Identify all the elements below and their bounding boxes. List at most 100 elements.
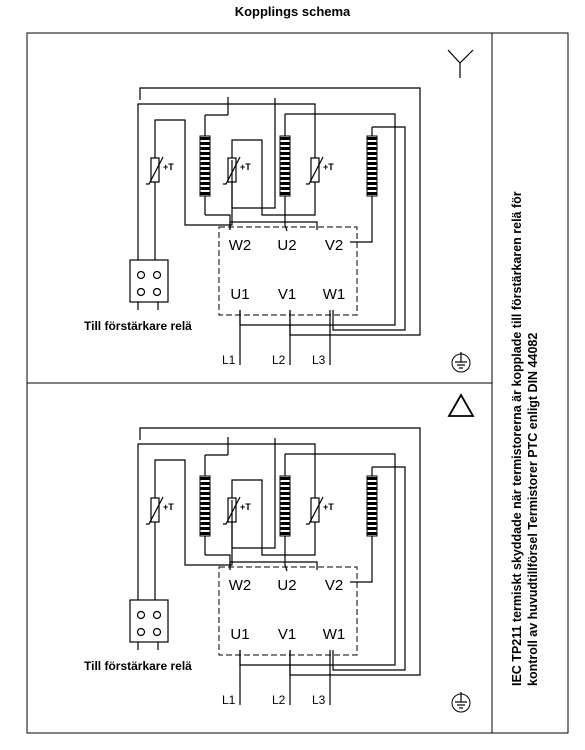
winding-turn <box>367 172 377 175</box>
winding-turn <box>367 497 377 500</box>
winding-turn <box>280 512 290 515</box>
winding-turn <box>367 482 377 485</box>
winding-turn <box>367 517 377 520</box>
wire <box>332 126 406 331</box>
winding-turn <box>200 192 210 195</box>
winding-turn <box>280 477 290 480</box>
winding-turn <box>280 517 290 520</box>
supply-line-label: L3 <box>312 693 326 707</box>
star-wye-icon <box>447 49 474 78</box>
winding-turn <box>280 152 290 155</box>
winding-turn <box>200 522 210 525</box>
wire <box>232 98 276 209</box>
winding-turn <box>200 152 210 155</box>
winding-turn <box>200 532 210 535</box>
winding-turn <box>367 507 377 510</box>
wire <box>232 438 276 549</box>
terminal-label: W2 <box>229 577 252 594</box>
wire <box>137 103 316 260</box>
winding-turn <box>367 527 377 530</box>
thermistor-label: +T <box>323 162 334 172</box>
winding-turn <box>367 142 377 145</box>
winding-turn <box>200 482 210 485</box>
terminal-label: W2 <box>229 237 252 254</box>
delta-triangle-icon <box>447 393 475 417</box>
winding-turn <box>280 492 290 495</box>
winding-turn <box>367 487 377 490</box>
relay-terminal <box>152 627 162 637</box>
winding-turn <box>280 137 290 140</box>
winding-turn <box>200 477 210 480</box>
winding-turn <box>367 167 377 170</box>
winding-turn <box>280 522 290 525</box>
relay-label: Till förstärkare relä <box>84 319 192 333</box>
winding-turn <box>200 157 210 160</box>
winding-turn <box>200 162 210 165</box>
terminal-label: V2 <box>325 237 343 254</box>
side-note-line2: kontroll av huvudtillförsel Termistorer … <box>526 333 540 686</box>
terminal-box <box>218 226 358 316</box>
relay-terminal <box>136 287 146 297</box>
ground-icon <box>451 692 471 713</box>
side-note-line1: IEC TP211 termiskt skyddade när termisto… <box>510 191 524 686</box>
wire <box>350 536 373 583</box>
thermistor-slash <box>223 496 241 525</box>
supply-line-label: L1 <box>222 353 236 367</box>
supply-line-label: L2 <box>272 353 286 367</box>
supply-line-label: L2 <box>272 693 286 707</box>
terminal-label: U2 <box>277 237 296 254</box>
winding-turn <box>200 187 210 190</box>
winding-turn <box>280 187 290 190</box>
thermistor-slash <box>146 156 164 185</box>
relay-terminal <box>152 287 162 297</box>
winding-turn <box>280 142 290 145</box>
winding-turn <box>200 497 210 500</box>
winding-turn <box>200 502 210 505</box>
winding-turn <box>367 137 377 140</box>
winding-turn <box>200 527 210 530</box>
winding-turn <box>367 147 377 150</box>
wire <box>205 554 231 570</box>
winding-turn <box>280 527 290 530</box>
winding-turn <box>200 492 210 495</box>
relay-block <box>129 599 169 643</box>
winding-turn <box>367 522 377 525</box>
wire <box>205 214 231 230</box>
winding-turn <box>280 507 290 510</box>
winding-turn <box>200 137 210 140</box>
wire <box>284 536 288 572</box>
winding-turn <box>200 182 210 185</box>
winding-turn <box>200 507 210 510</box>
wire <box>154 459 233 566</box>
winding-turn <box>280 502 290 505</box>
winding-turn <box>367 187 377 190</box>
winding-turn <box>280 147 290 150</box>
wye-right-arm <box>459 49 474 64</box>
winding-turn <box>367 177 377 180</box>
winding-turn <box>200 172 210 175</box>
winding-turn <box>200 517 210 520</box>
ground-icon <box>451 352 471 373</box>
terminal-label: V1 <box>278 286 296 303</box>
winding-turn <box>280 157 290 160</box>
winding-turn <box>200 147 210 150</box>
wire <box>229 561 318 570</box>
wire <box>332 466 406 671</box>
winding-turn <box>280 162 290 165</box>
winding-turn <box>200 167 210 170</box>
wire <box>154 119 233 226</box>
winding-turn <box>367 512 377 515</box>
relay-terminal <box>136 627 146 637</box>
winding-turn <box>280 497 290 500</box>
wire <box>231 479 316 556</box>
supply-line-label: L3 <box>312 353 326 367</box>
wire <box>284 196 288 232</box>
terminal-label: W1 <box>323 626 346 643</box>
winding-turn <box>200 512 210 515</box>
winding-turn <box>367 157 377 160</box>
wye-left-arm <box>447 49 461 64</box>
page-title: Kopplings schema <box>234 4 351 19</box>
thermistor-label: +T <box>240 162 251 172</box>
winding-turn <box>367 532 377 535</box>
